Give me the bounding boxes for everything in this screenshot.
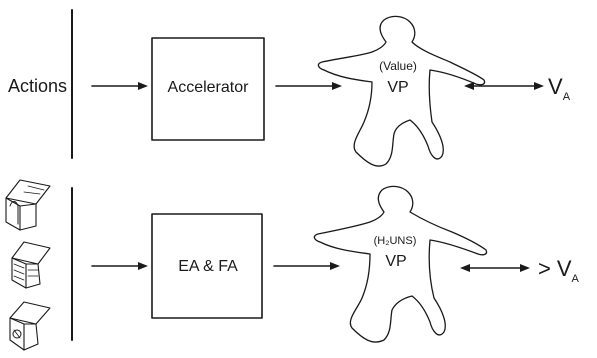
- arrow-ea-fa-to-vp: [273, 262, 340, 270]
- house-sketch-icon-2: [11, 241, 51, 289]
- va-output-label: VA: [548, 74, 571, 103]
- ea-fa-label: EA & FA: [178, 258, 238, 275]
- vp-figure-outline: [317, 15, 486, 167]
- arrow-accelerator-to-vp: [275, 82, 342, 90]
- double-arrow-vp-va-2: [460, 264, 530, 272]
- house-sketch-icon-1: [5, 179, 51, 231]
- accelerator-label: Accelerator: [168, 79, 250, 96]
- vp-h2uns-label: (H₂UNS): [374, 235, 417, 247]
- house-sketch-icon-3: [9, 301, 51, 351]
- double-arrow-vp-va: [464, 82, 544, 90]
- vp-label-2: VP: [385, 253, 406, 270]
- vp-label: VP: [387, 79, 408, 96]
- row-1: Actions Accelerator (Value) VP VA: [8, 9, 571, 167]
- row-2: EA & FA (H₂UNS) VP >VA: [5, 179, 580, 351]
- vp-figure-outline-2: [313, 185, 488, 343]
- accelerator-box: [151, 37, 265, 141]
- vp-value-label: (Value): [379, 59, 417, 73]
- ea-fa-box: [151, 213, 263, 319]
- greater-than-va-label: >VA: [538, 256, 580, 285]
- actions-label: Actions: [8, 76, 67, 96]
- arrow-input-to-accelerator: [91, 82, 148, 90]
- arrow-input-to-ea-fa: [91, 262, 148, 270]
